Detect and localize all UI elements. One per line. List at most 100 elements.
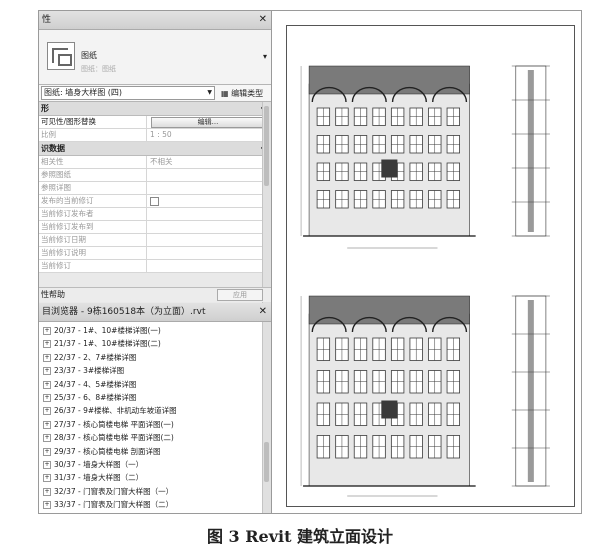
close-icon[interactable]: ✕: [258, 14, 267, 25]
arch-line: [391, 316, 427, 333]
wall-section-fill: [527, 70, 534, 232]
facade-wall: [308, 313, 470, 487]
prop-value: [147, 208, 271, 220]
expand-icon[interactable]: +: [43, 460, 51, 469]
expand-icon[interactable]: +: [43, 340, 51, 349]
tree-item[interactable]: +21/37 - 1#、10#楼梯详图(二): [43, 339, 161, 349]
instance-filter-dropdown[interactable]: 图纸: 墙身大样图 (四) ▼: [41, 86, 215, 100]
expand-icon[interactable]: +: [43, 447, 51, 456]
tree-item[interactable]: +29/37 - 核心筒楼电梯 剖面详图: [43, 446, 161, 456]
prop-value: [147, 247, 271, 259]
tree-item[interactable]: +32/37 - 门窗表及门窗大样图（一）: [43, 486, 174, 496]
apply-button[interactable]: 应用: [217, 289, 263, 301]
expand-icon[interactable]: +: [43, 487, 51, 496]
chevron-down-icon[interactable]: ▾: [262, 52, 267, 61]
type-subname: 图纸：图纸: [81, 65, 116, 73]
expand-icon[interactable]: +: [43, 474, 51, 483]
sheet-type-icon: [47, 42, 75, 70]
tree-item[interactable]: +24/37 - 4、5#楼梯详图: [43, 379, 137, 389]
chevron-down-icon: ▼: [207, 89, 212, 96]
tree-item[interactable]: +25/37 - 6、8#楼梯详图: [43, 392, 137, 402]
expand-icon[interactable]: +: [43, 327, 51, 335]
properties-title: 性: [42, 15, 52, 25]
prop-row: 可见性/图形替换 编辑...: [39, 116, 271, 129]
door: [381, 400, 398, 419]
tree-item[interactable]: +27/37 - 核心筒楼电梯 平面详图(一): [43, 419, 174, 429]
checkbox[interactable]: [150, 196, 159, 206]
prop-key: 当前修订日期: [39, 234, 147, 246]
tree-item[interactable]: +28/37 - 核心筒楼电梯 平面详图(二): [43, 433, 174, 443]
arch-line: [311, 86, 347, 103]
prop-row: 参照图纸: [39, 169, 271, 182]
browser-title: 目浏览器 - 9栋160518本（为立面）.rvt: [42, 307, 206, 317]
prop-key: 相关性: [39, 156, 147, 168]
prop-key: 当前修订: [39, 260, 147, 272]
instance-selector-row: 图纸: 墙身大样图 (四) ▼ ▦ 编辑类型: [39, 85, 271, 102]
prop-row: 当前修订说明: [39, 247, 271, 260]
tree-item[interactable]: +30/37 - 墙身大样图（一）: [43, 459, 144, 469]
tree-item[interactable]: +26/37 - 9#楼梯、非机动车坡道详图: [43, 406, 177, 416]
expand-icon[interactable]: +: [43, 353, 51, 362]
scrollbar-thumb[interactable]: [264, 106, 269, 186]
prop-value: [147, 234, 271, 246]
prop-key: 参照图纸: [39, 169, 147, 181]
type-selector[interactable]: 图纸 图纸：图纸 ▾: [39, 30, 271, 85]
prop-value: [147, 221, 271, 233]
arch-line: [432, 86, 468, 103]
prop-row: 发布的当前修订: [39, 195, 271, 208]
prop-row: 当前修订发布者: [39, 208, 271, 221]
instance-filter-value: 图纸: 墙身大样图 (四): [44, 88, 123, 97]
tree-item[interactable]: +31/37 - 墙身大样图（二）: [43, 473, 144, 483]
arch-line: [391, 86, 427, 103]
expand-icon[interactable]: +: [43, 420, 51, 429]
scrollbar-thumb[interactable]: [264, 442, 269, 482]
prop-value: [147, 182, 271, 194]
section-header-identity[interactable]: 识数据 «: [39, 142, 271, 156]
door: [381, 159, 398, 178]
properties-help-link[interactable]: 性帮助: [41, 290, 65, 299]
arch-line: [311, 316, 347, 333]
close-icon[interactable]: ✕: [258, 306, 267, 317]
drawing-sheet: [286, 25, 575, 507]
facade-roof-band: [308, 65, 470, 95]
section-label: 形: [41, 104, 49, 113]
section-label: 识数据: [41, 144, 65, 153]
prop-key: 当前修订发布到: [39, 221, 147, 233]
browser-titlebar: 目浏览器 - 9栋160518本（为立面）.rvt ✕: [39, 303, 271, 322]
properties-scrollbar[interactable]: [262, 102, 271, 307]
expand-icon[interactable]: +: [43, 380, 51, 389]
revit-screenshot: 性 ✕ 图纸 图纸：图纸 ▾ 图纸: 墙身大样图 (四) ▼ ▦ 编辑类型 形 …: [38, 10, 582, 514]
edit-type-label: 编辑类型: [231, 88, 264, 98]
drawing-canvas[interactable]: [272, 11, 581, 513]
expand-icon[interactable]: +: [43, 434, 51, 443]
facade-roof-band: [308, 295, 470, 325]
type-name: 图纸: [81, 51, 97, 60]
edit-type-button[interactable]: ▦ 编辑类型: [221, 88, 263, 99]
expand-icon[interactable]: +: [43, 393, 51, 402]
tree-item[interactable]: +20/37 - 1#、10#楼梯详图(一): [43, 326, 161, 335]
properties-titlebar: 性 ✕: [39, 11, 271, 30]
prop-value: [147, 195, 271, 207]
prop-row: 比例 1 : 50: [39, 129, 271, 142]
arch-line: [351, 86, 387, 103]
expand-icon[interactable]: +: [43, 407, 51, 416]
browser-tree: +20/37 - 1#、10#楼梯详图(一) +21/37 - 1#、10#楼梯…: [39, 322, 271, 513]
tree-item[interactable]: +33/37 - 门窗表及门窗大样图（二）: [43, 500, 174, 510]
prop-value: 不相关: [150, 157, 173, 166]
edit-visibility-button[interactable]: 编辑...: [151, 117, 265, 128]
figure-caption: 图 3 Revit 建筑立面设计: [206, 527, 394, 546]
tree-item[interactable]: +22/37 - 2、7#楼梯详图: [43, 352, 137, 362]
prop-key: 参照详图: [39, 182, 147, 194]
prop-key: 当前修订发布者: [39, 208, 147, 220]
expand-icon[interactable]: +: [43, 501, 51, 510]
properties-palette: 性 ✕ 图纸 图纸：图纸 ▾ 图纸: 墙身大样图 (四) ▼ ▦ 编辑类型 形 …: [39, 11, 272, 513]
project-browser: 目浏览器 - 9栋160518本（为立面）.rvt ✕ +20/37 - 1#、…: [39, 303, 271, 513]
browser-scrollbar[interactable]: [262, 322, 271, 513]
prop-row: 当前修订日期: [39, 234, 271, 247]
expand-icon[interactable]: +: [43, 367, 51, 376]
section-header-graphics[interactable]: 形 «: [39, 102, 271, 116]
prop-value: 1 : 50: [150, 130, 172, 139]
properties-grid: 形 « 可见性/图形替换 编辑... 比例 1 : 50 识数据 « 相关性 不…: [39, 102, 271, 307]
tree-item[interactable]: +23/37 - 3#楼梯详图: [43, 366, 125, 376]
prop-row: 相关性 不相关: [39, 156, 271, 169]
